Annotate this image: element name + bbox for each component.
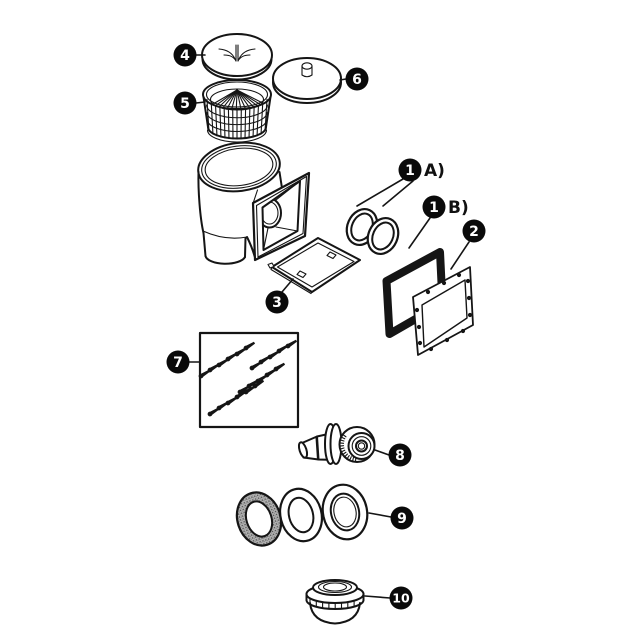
callout-10: 10 — [364, 586, 413, 610]
screw-hole — [417, 340, 423, 346]
svg-text:6: 6 — [352, 72, 362, 88]
svg-text:2: 2 — [469, 224, 479, 240]
screw — [267, 350, 280, 360]
svg-text:3: 3 — [272, 295, 282, 311]
svg-text:7: 7 — [173, 355, 183, 371]
screw — [273, 362, 286, 372]
svg-text:10: 10 — [392, 591, 410, 606]
drain-cap — [305, 579, 365, 625]
screw-hole — [460, 328, 466, 334]
washer-set — [235, 483, 369, 547]
faceplate-gasket — [412, 266, 474, 356]
svg-text:B): B) — [448, 198, 469, 218]
screw — [234, 347, 247, 357]
lid-logo — [218, 44, 256, 62]
screw — [198, 369, 211, 379]
callout-7: 7 — [166, 350, 201, 374]
svg-text:8: 8 — [395, 448, 405, 464]
screw — [285, 339, 298, 349]
screw-hole — [456, 272, 462, 278]
callouts: 4 5 6 1 A) 1 B) — [166, 43, 486, 610]
screw-hole — [416, 324, 422, 330]
screw-hole — [444, 337, 450, 343]
screw — [264, 368, 277, 378]
callout-3: 3 — [265, 278, 294, 314]
screw — [252, 379, 265, 389]
flat-washer — [279, 487, 323, 543]
basket-mesh — [206, 88, 268, 140]
screw-kit — [198, 331, 300, 429]
screw — [243, 341, 256, 351]
screw-hole — [414, 307, 420, 313]
screw — [207, 407, 220, 417]
gasket-screw-holes — [414, 272, 473, 352]
svg-text:4: 4 — [180, 48, 190, 64]
screw-hole — [467, 312, 473, 318]
svg-text:5: 5 — [180, 96, 190, 112]
o-rings — [345, 207, 400, 256]
screw — [243, 385, 256, 395]
screw-hole — [441, 280, 447, 286]
screw-hole — [428, 346, 434, 352]
callout-2: 2 — [450, 219, 486, 270]
screw-hole — [466, 295, 472, 301]
jet-fitting — [297, 423, 376, 465]
cap-knurl — [309, 597, 355, 610]
lid-knob — [301, 62, 313, 78]
skimmer-mouth-flange — [251, 171, 311, 262]
cover-lid — [272, 57, 342, 104]
callout-1a: 1 A) — [356, 158, 445, 207]
screw — [225, 396, 238, 406]
callout-1b: 1 B) — [408, 195, 469, 249]
stepped-washer — [321, 483, 369, 541]
callout-5: 5 — [173, 91, 206, 115]
svg-text:1: 1 — [429, 200, 439, 216]
callout-6: 6 — [339, 67, 369, 91]
svg-text:1: 1 — [405, 163, 415, 179]
callout-8: 8 — [374, 443, 412, 467]
screw-hole — [465, 278, 471, 284]
svg-text:A): A) — [424, 161, 445, 181]
skimmer-basket — [202, 79, 272, 143]
svg-text:9: 9 — [397, 511, 407, 527]
callout-9: 9 — [368, 506, 414, 530]
fitting-knurl — [339, 433, 357, 463]
screw — [216, 358, 229, 368]
screw — [249, 361, 262, 371]
callout-4: 4 — [173, 43, 206, 67]
skimmer-lid — [201, 33, 273, 81]
screws — [198, 339, 298, 417]
gasket-washer — [235, 491, 283, 547]
skimmer-body — [197, 141, 311, 265]
screw-hole — [425, 289, 431, 295]
